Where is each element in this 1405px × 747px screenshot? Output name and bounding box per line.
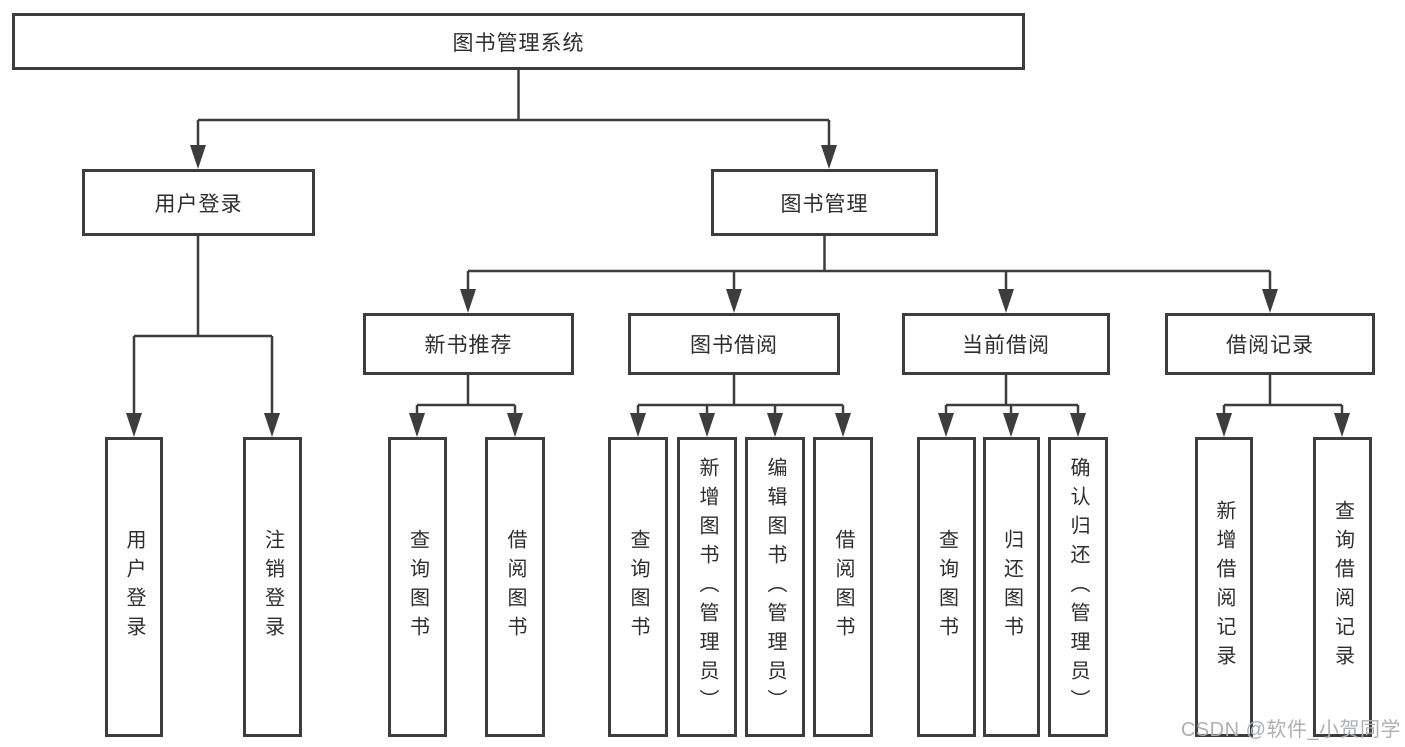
node-book-borrowing-label: 图书借阅	[690, 334, 778, 357]
node-book-management-label: 图书管理	[780, 192, 869, 216]
leaf-confirm-return-admin-label: 确认归还（管理员）	[1067, 456, 1089, 718]
leaf-user-login: 用户登录	[105, 437, 163, 737]
connector-new-book-recommend-children	[415, 375, 517, 428]
node-user-login-label: 用户登录	[154, 192, 243, 216]
csdn-watermark: CSDN @软件_小贺同学	[1180, 719, 1401, 741]
leaf-return-book: 归还图书	[983, 437, 1040, 737]
node-root-system-label: 图书管理系统	[452, 31, 585, 55]
leaf-edit-book-admin: 编辑图书（管理员）	[745, 437, 805, 737]
node-current-borrowing: 当前借阅	[902, 313, 1110, 375]
leaf-add-borrow-record: 新增借阅记录	[1195, 437, 1253, 737]
leaf-add-book-admin: 新增图书（管理员）	[677, 437, 737, 737]
leaf-edit-book-admin-label: 编辑图书（管理员）	[764, 456, 786, 718]
connector-user-login-children	[132, 236, 274, 428]
leaf-query-books-borrowing-label: 查询图书	[627, 529, 649, 645]
leaf-user-login-label: 用户登录	[123, 529, 145, 645]
node-new-book-recommend-label: 新书推荐	[424, 334, 513, 357]
leaf-borrow-books-recommend-label: 借阅图书	[504, 529, 526, 645]
connector-root-to-level1	[196, 70, 831, 160]
leaf-borrow-books-borrowing-label: 借阅图书	[832, 529, 854, 645]
node-current-borrowing-label: 当前借阅	[962, 334, 1050, 357]
leaf-query-borrow-record-label: 查询借阅记录	[1331, 500, 1354, 674]
connector-current-borrowing-children	[944, 375, 1080, 428]
leaf-return-book-label: 归还图书	[1000, 529, 1023, 645]
leaf-query-borrow-record: 查询借阅记录	[1313, 437, 1372, 737]
leaf-confirm-return-admin: 确认归还（管理员）	[1048, 437, 1108, 737]
leaf-query-books-recommend-label: 查询图书	[406, 529, 429, 645]
node-borrowing-records: 借阅记录	[1165, 313, 1375, 375]
node-borrowing-records-label: 借阅记录	[1226, 334, 1314, 357]
leaf-logout: 注销登录	[243, 437, 302, 737]
connector-book-borrowing-children	[636, 375, 845, 428]
leaf-query-books-recommend: 查询图书	[388, 437, 447, 737]
leaf-logout-label: 注销登录	[261, 529, 284, 645]
leaf-add-borrow-record-label: 新增借阅记录	[1213, 500, 1235, 674]
node-book-management: 图书管理	[711, 169, 938, 236]
leaf-borrow-books-recommend: 借阅图书	[485, 437, 545, 737]
node-root-system: 图书管理系统	[12, 13, 1025, 70]
leaf-add-book-admin-label: 新增图书（管理员）	[696, 456, 718, 718]
node-user-login: 用户登录	[82, 169, 315, 236]
leaf-borrow-books-borrowing: 借阅图书	[813, 437, 873, 737]
node-new-book-recommend: 新书推荐	[363, 313, 574, 375]
leaf-query-books-borrowing: 查询图书	[608, 437, 668, 737]
connector-borrowing-records-children	[1222, 375, 1344, 428]
connector-book-management-children	[466, 236, 1272, 304]
node-book-borrowing: 图书借阅	[628, 313, 840, 375]
leaf-query-books-current: 查询图书	[917, 437, 976, 737]
leaf-query-books-current-label: 查询图书	[935, 529, 958, 645]
